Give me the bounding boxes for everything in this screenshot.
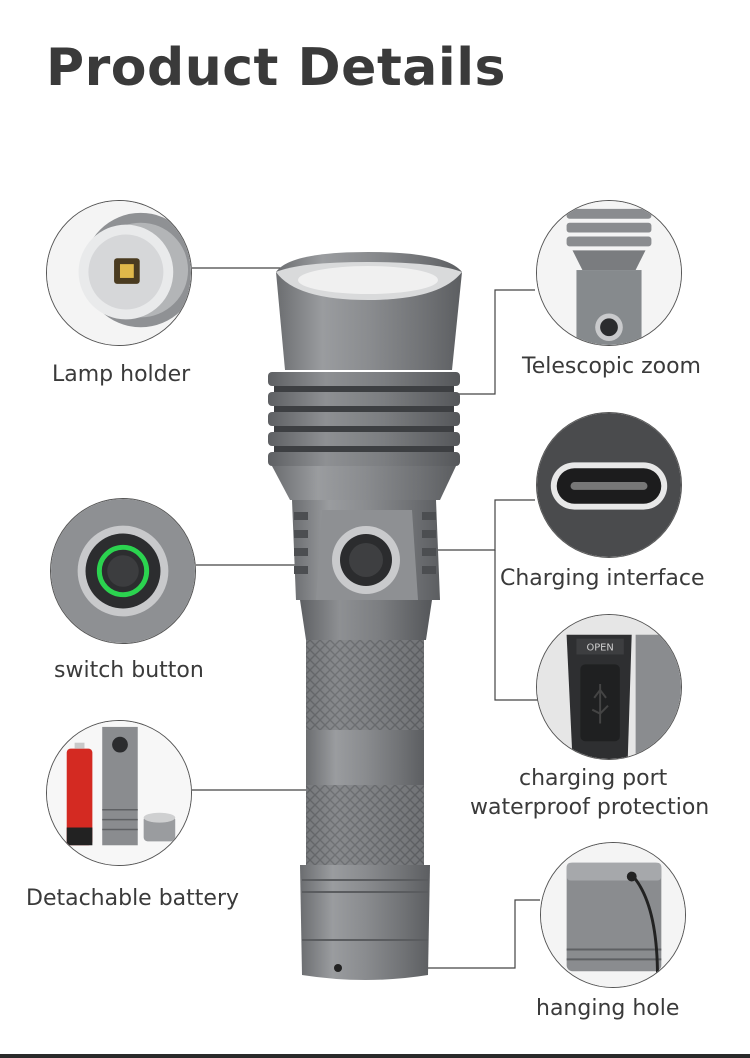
- waterproof-label-line2: waterproof protection: [470, 795, 710, 820]
- waterproof-cover-detail-image: OPEN: [536, 614, 682, 760]
- detachable-battery-label: Detachable battery: [26, 886, 240, 911]
- leader-lines: [192, 267, 540, 969]
- telescopic-zoom-detail-image: [536, 200, 682, 346]
- charging-interface-detail-image: [536, 412, 682, 558]
- telescopic-zoom-label: Telescopic zoom: [522, 354, 701, 379]
- detachable-battery-detail-image: [46, 720, 192, 866]
- svg-text:OPEN: OPEN: [586, 643, 613, 654]
- charging-interface-label: Charging interface: [500, 566, 705, 591]
- hanging-hole-detail-image: [540, 842, 686, 988]
- switch-button-detail-image: [50, 498, 196, 644]
- waterproof-label-line1: charging port: [519, 766, 668, 791]
- switch-button-label: switch button: [54, 658, 204, 683]
- lamp-holder-detail-image: [46, 200, 192, 346]
- hanging-hole-label: hanging hole: [536, 996, 680, 1021]
- page-title: Product Details: [46, 38, 506, 98]
- bottom-divider: [0, 1054, 750, 1058]
- flashlight-body: [268, 252, 462, 980]
- lamp-holder-label: Lamp holder: [52, 362, 191, 387]
